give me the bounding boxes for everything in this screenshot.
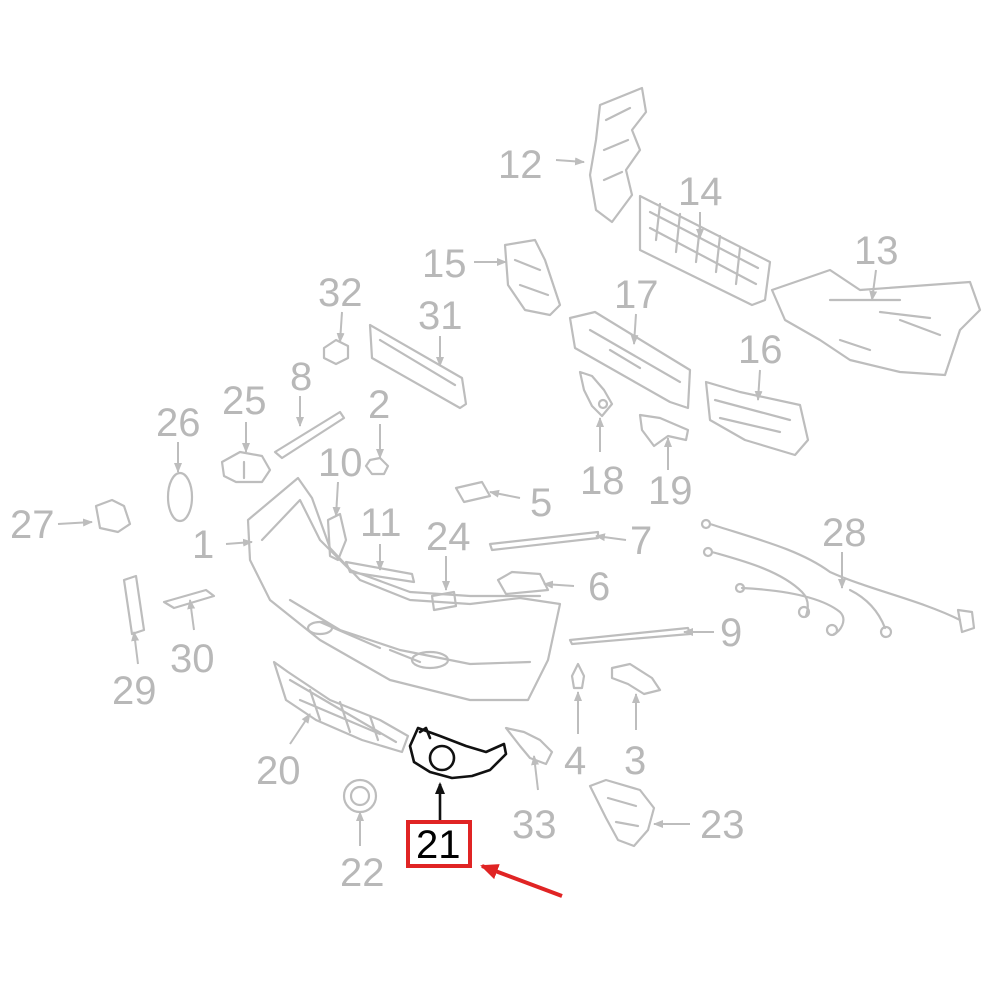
callout-10: 10 bbox=[318, 441, 363, 485]
part-22-ring bbox=[342, 778, 378, 814]
part-6-bracket bbox=[496, 570, 550, 596]
callout-3: 3 bbox=[624, 739, 646, 783]
part-25-sensor bbox=[220, 450, 272, 484]
callout-29: 29 bbox=[112, 669, 157, 713]
part-20-grille bbox=[272, 660, 410, 754]
part-9-strip bbox=[568, 626, 692, 646]
part-7-strip bbox=[488, 530, 600, 552]
part-23-bracket bbox=[588, 778, 656, 848]
part-31-plate bbox=[368, 323, 468, 410]
callout-25: 25 bbox=[222, 379, 267, 423]
part-16-bracket bbox=[704, 380, 810, 457]
part-18-bracket bbox=[578, 370, 614, 418]
part-3-clip bbox=[610, 662, 662, 696]
part-21-fog-lamp-bracket[interactable] bbox=[408, 726, 508, 780]
highlight-box bbox=[406, 820, 472, 868]
callout-23: 23 bbox=[700, 803, 745, 847]
part-27-clip bbox=[94, 498, 132, 534]
callout-5: 5 bbox=[530, 481, 552, 525]
callout-26: 26 bbox=[156, 401, 201, 445]
part-12-bracket bbox=[588, 86, 648, 224]
leader-lines bbox=[57, 157, 878, 846]
callout-15: 15 bbox=[422, 242, 467, 286]
part-29-bracket bbox=[122, 574, 146, 636]
part-26-ring bbox=[166, 471, 194, 523]
callout-14: 14 bbox=[678, 170, 723, 214]
callout-9: 9 bbox=[720, 611, 742, 655]
callout-11: 11 bbox=[360, 501, 402, 545]
callout-13: 13 bbox=[854, 229, 899, 273]
parts-line-art bbox=[94, 86, 982, 848]
part-4-pin bbox=[570, 662, 586, 690]
part-19-bracket bbox=[638, 413, 690, 448]
callout-17: 17 bbox=[614, 273, 659, 317]
part-33-lamp bbox=[504, 726, 554, 766]
callout-12: 12 bbox=[498, 143, 543, 187]
part-2-screw bbox=[364, 456, 390, 476]
part-30-bracket bbox=[162, 588, 216, 610]
callout-33: 33 bbox=[512, 803, 557, 847]
callout-20: 20 bbox=[256, 749, 301, 793]
part-13-reinforcement bbox=[770, 268, 982, 377]
part-5-clip bbox=[454, 480, 492, 504]
callout-2: 2 bbox=[368, 383, 390, 427]
callout-22: 22 bbox=[340, 851, 385, 895]
callout-30: 30 bbox=[170, 637, 215, 681]
part-28-harness bbox=[700, 518, 976, 639]
part-32-screw bbox=[322, 338, 350, 366]
callout-16: 16 bbox=[738, 328, 783, 372]
part-24-cover bbox=[430, 590, 458, 612]
part-8-strip bbox=[273, 410, 346, 460]
highlight-callout: 21 bbox=[406, 820, 563, 898]
callout-27: 27 bbox=[10, 503, 55, 547]
part-15-bracket bbox=[503, 238, 562, 317]
part-10-bracket bbox=[326, 512, 348, 562]
callout-6: 6 bbox=[588, 565, 610, 609]
callout-4: 4 bbox=[564, 739, 586, 783]
callout-labels: 12 14 13 15 17 16 32 31 25 8 2 26 10 27 … bbox=[10, 143, 899, 895]
callout-32: 32 bbox=[318, 271, 363, 315]
callout-8: 8 bbox=[290, 355, 312, 399]
callout-18: 18 bbox=[580, 459, 625, 503]
part-14-absorber bbox=[638, 194, 772, 307]
part-17-bar bbox=[568, 310, 692, 410]
callout-21: 21 bbox=[416, 823, 461, 867]
callout-19: 19 bbox=[648, 469, 693, 513]
callout-7: 7 bbox=[630, 519, 652, 563]
callout-28: 28 bbox=[822, 511, 867, 555]
callout-1: 1 bbox=[192, 523, 214, 567]
part-1-bumper bbox=[246, 476, 562, 702]
callout-24: 24 bbox=[426, 515, 471, 559]
red-pointer-arrow bbox=[480, 864, 563, 898]
callout-31: 31 bbox=[418, 294, 463, 338]
